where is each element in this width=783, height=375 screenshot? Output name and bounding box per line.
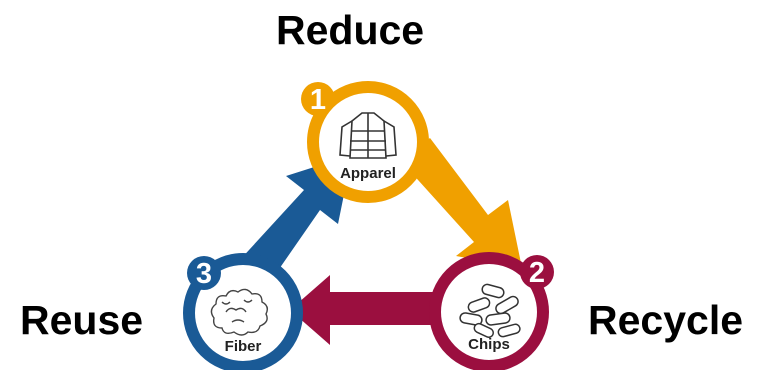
- fiber-number: 3: [196, 258, 212, 290]
- node-apparel: 1 Apparel: [301, 81, 429, 203]
- fiber-icon: [210, 288, 269, 336]
- chips-number: 2: [529, 257, 545, 289]
- node-chips: 2 Chips: [429, 252, 554, 372]
- arrow-chips-to-fiber: [290, 275, 438, 345]
- recycle-label: Recycle: [588, 297, 744, 343]
- arrow-apparel-to-chips: [400, 138, 522, 268]
- arrow-fiber-to-apparel: [238, 155, 352, 285]
- reuse-label: Reuse: [20, 297, 144, 343]
- jacket-icon: [339, 112, 397, 159]
- apparel-number: 1: [310, 84, 326, 116]
- node-fiber: 3 Fiber: [183, 253, 303, 373]
- apparel-label: Apparel: [340, 165, 396, 182]
- fiber-label: Fiber: [225, 338, 262, 355]
- chips-icon: [459, 283, 521, 339]
- chips-label: Chips: [468, 336, 510, 353]
- reduce-label: Reduce: [276, 7, 425, 53]
